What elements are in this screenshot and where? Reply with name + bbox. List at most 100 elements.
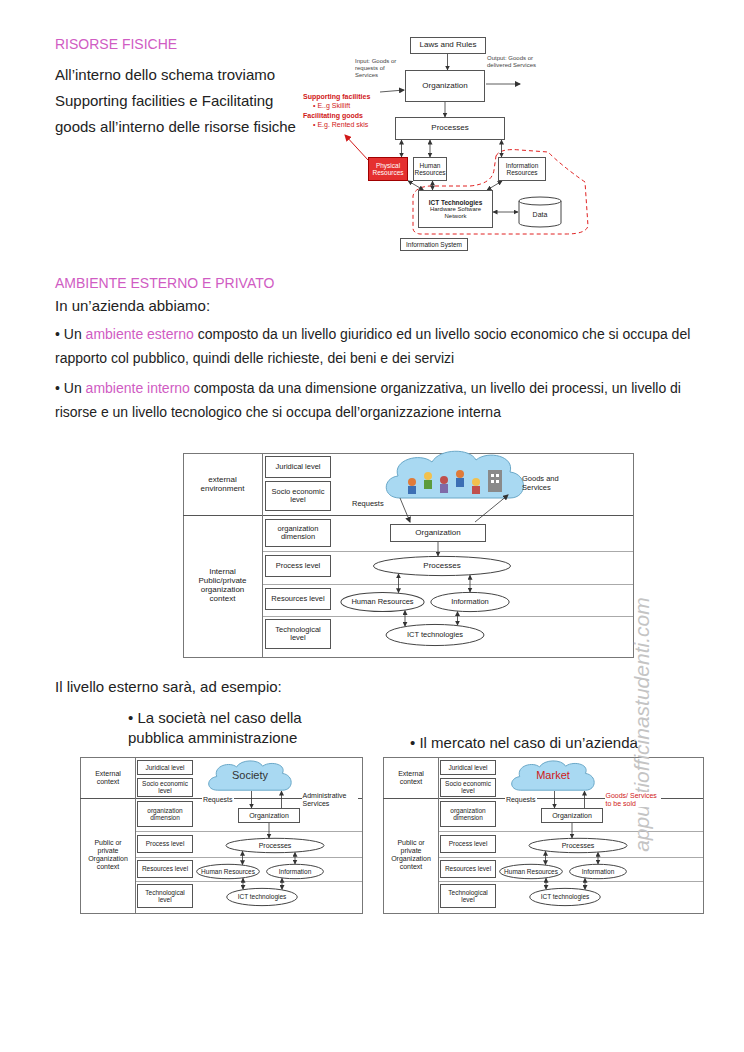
process-box: Process level [440, 835, 496, 853]
node-title: Organization [552, 812, 592, 820]
node-title: Juridical level [145, 764, 184, 771]
process-box: Socio economic level [137, 778, 193, 797]
flow-connector [281, 791, 282, 808]
node-title: Information Resources [501, 162, 543, 177]
process-box: Process level [137, 835, 193, 853]
node-title: Organization [422, 82, 467, 91]
flow-connector [408, 181, 423, 190]
process-box: Organization [238, 808, 300, 823]
process-ellipse: Human Resources [340, 592, 425, 612]
flow-connector [445, 102, 446, 117]
node-title: Juridical level [448, 764, 487, 771]
process-box: Process level [265, 555, 331, 577]
node-title: Processes [423, 562, 460, 571]
context-cloud: Market [508, 759, 598, 791]
flow-connector [242, 851, 243, 865]
flow-connector [438, 542, 439, 556]
section-heading: AMBIENTE ESTERNO E PRIVATO [55, 275, 274, 292]
watermark: appuntiofficinastudenti.com [629, 540, 654, 910]
process-box: Laws and Rules [410, 37, 486, 54]
process-box: Juridical level [137, 760, 193, 775]
process-box: Resources level [440, 860, 496, 878]
node-title: ICT technologies [238, 893, 287, 900]
process-box: Organization [541, 808, 603, 823]
output-note: Output: Goods or delivered Services [487, 55, 542, 69]
flow-connector [447, 54, 448, 70]
flow-connector [584, 791, 585, 808]
node-title: Socio economic level [443, 780, 493, 795]
node-title: Juridical level [275, 463, 320, 471]
process-box: Socio economic level [265, 481, 331, 511]
node-title: Physical Resources [371, 162, 405, 177]
level-band: Public or private Organization context [385, 805, 437, 905]
flow-connector [251, 791, 252, 808]
process-box: organization dimension [137, 801, 193, 827]
connector-label: Requests [202, 796, 234, 804]
node-title: Processes [431, 124, 468, 133]
node-title: Processes [562, 842, 595, 850]
process-box: Technological level [265, 619, 331, 649]
node-title: Process level [449, 840, 488, 847]
level-band: External context [385, 762, 437, 794]
process-box: Juridical level [265, 456, 331, 478]
flow-connector [546, 878, 547, 889]
node-title: Information [582, 868, 615, 875]
resource-box: Physical Resources [368, 157, 408, 181]
process-box: organization dimension [440, 801, 496, 827]
process-ellipse: Processes [225, 838, 325, 853]
node-title: ICT technologies [541, 893, 590, 900]
bullet-lead: • Un [55, 326, 82, 342]
bullet-lead: • Un [55, 380, 82, 396]
process-box: Processes [395, 117, 505, 140]
level-band: Internal Public/private organization con… [185, 520, 260, 652]
node-title: Laws and Rules [420, 41, 477, 50]
flow-connector [572, 823, 573, 838]
flow-connector [269, 823, 270, 838]
section-heading: RISORSE FISICHE [55, 36, 177, 53]
note-text: In un’azienda abbiamo: [55, 297, 210, 315]
node-detail: Hardware Software Network [421, 206, 490, 219]
process-box: Information System [400, 238, 468, 251]
process-box: Information Resources [498, 157, 546, 181]
input-arrow [380, 90, 404, 92]
node-title: Resources level [142, 865, 188, 872]
callout-arrow [345, 135, 368, 160]
node-title: Human Resources [414, 162, 445, 177]
node-title: Process level [276, 562, 321, 570]
flow-connector [432, 181, 433, 190]
flow-label: Goods and Services [522, 474, 570, 492]
node-title: Human Resources [201, 868, 255, 875]
process-box: Juridical level [440, 760, 496, 775]
process-ellipse: ICT technologies [385, 624, 485, 646]
process-box: Human Resources [413, 157, 447, 181]
process-box: Resources level [265, 588, 331, 610]
level-band: External context [82, 762, 134, 794]
node-title: Process level [146, 840, 185, 847]
note-paragraph: • Unambiente internocomposta da una dime… [55, 376, 715, 424]
crowd-cloud [386, 451, 523, 498]
node-title: Information [451, 598, 489, 606]
output-arrow [475, 495, 508, 522]
node-title: External context [84, 770, 132, 786]
process-ellipse: Information [569, 864, 627, 879]
callout-item: • E.g. Rented skis [313, 121, 368, 129]
data-cylinder: Data [518, 196, 562, 228]
flow-connector [545, 851, 546, 865]
flow-connector [501, 140, 502, 157]
information-system-region [413, 150, 588, 234]
bullet-text: • La società nel caso della pubblica amm… [128, 708, 328, 748]
note-text: All’interno dello schema troviamo Suppor… [55, 62, 305, 140]
flow-connector [457, 611, 458, 625]
flow-connector [295, 852, 296, 864]
connector-label: Administrative Services [302, 792, 358, 807]
flow-connector [585, 878, 586, 889]
callout-heading: Supporting facilities [303, 93, 370, 101]
process-box: organization dimension [265, 519, 331, 547]
process-ellipse: Information [430, 592, 510, 612]
node-title: Public or private Organization context [387, 839, 435, 870]
node-title: organization dimension [268, 525, 328, 542]
table-frame [383, 757, 704, 914]
node-title: Technological level [443, 889, 493, 904]
process-ellipse: Processes [528, 838, 628, 853]
